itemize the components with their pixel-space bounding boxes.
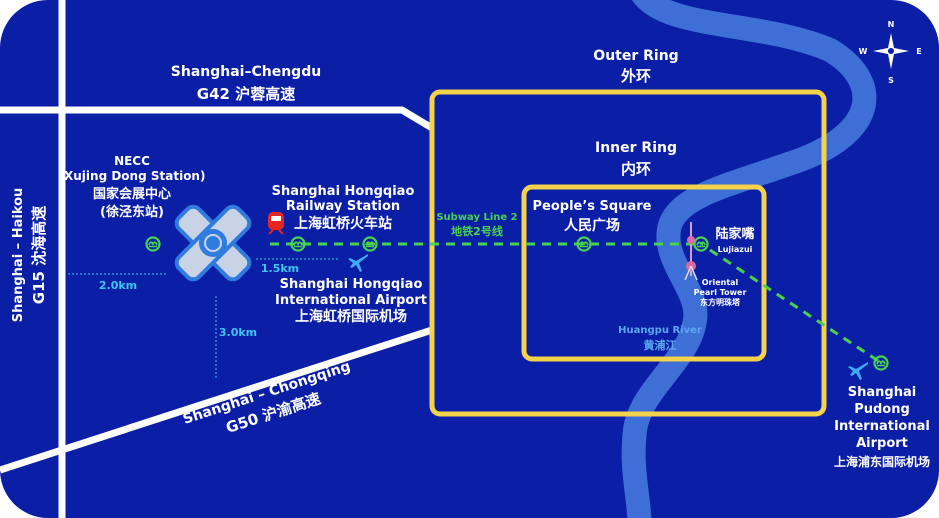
distance-label: 2.0km <box>99 279 137 292</box>
pudong-airport-label: Pudong <box>854 402 910 417</box>
road-g50 <box>0 326 434 474</box>
inner-ring <box>521 184 767 362</box>
distance-label: 3.0km <box>219 326 257 339</box>
road-label-g42-cn: G42 沪蓉高速 <box>197 85 295 103</box>
necc-label: 国家会展中心 <box>93 186 171 202</box>
pudong-airport-label: Shanghai <box>848 385 916 400</box>
lujiazui-label-en: Lujiazui <box>718 245 753 254</box>
pearl-tower-label: Oriental <box>702 278 739 287</box>
compass-w: W <box>859 47 868 56</box>
necc-label: (Xujing Dong Station) <box>59 169 206 183</box>
necc-label: NECC <box>114 154 150 168</box>
hongqiao-airport-label: Shanghai Hongqiao <box>280 277 423 292</box>
necc-label: (徐泾东站) <box>100 204 164 220</box>
hongqiao-railway-label: Railway Station <box>286 199 400 214</box>
outer-ring-label-cn: 外环 <box>620 67 651 85</box>
pearl-tower-label: 东方明珠塔 <box>700 297 741 307</box>
compass-s: S <box>888 76 894 85</box>
compass-e: E <box>916 47 921 56</box>
necc-building-icon <box>174 204 252 282</box>
peoples-square-label-cn: 人民广场 <box>564 217 620 234</box>
railway-station-icon <box>268 212 284 235</box>
road-label-g42-en: Shanghai–Chengdu <box>171 64 321 80</box>
distance-label: 1.5km <box>261 262 299 275</box>
inner-ring-label-cn: 内环 <box>621 160 651 178</box>
pudong-airport-label: 上海浦东国际机场 <box>834 454 930 469</box>
huangpu-river <box>621 0 877 518</box>
peoples-square-label-en: People’s Square <box>533 199 652 214</box>
outer-ring <box>429 89 827 417</box>
hongqiao-railway-label: Shanghai Hongqiao <box>272 184 415 199</box>
pudong-airport-label: Airport <box>856 436 908 451</box>
compass-rose-icon: N S E W <box>859 20 922 85</box>
hongqiao-airport-label: 上海虹桥国际机场 <box>295 308 407 325</box>
pearl-tower-label: Pearl Tower <box>694 288 747 297</box>
subway-line-label-cn: 地铁2号线 <box>451 224 503 238</box>
lujiazui-label-cn: 陆家嘴 <box>715 226 754 242</box>
huangpu-river-label-cn: 黄浦江 <box>644 338 677 352</box>
inner-ring-label-en: Inner Ring <box>595 140 677 156</box>
road-label-g15-en: Shanghai – Haikou <box>11 188 26 323</box>
subway-line-2-pudong <box>709 248 881 364</box>
hongqiao-railway-label: 上海虹桥火车站 <box>294 215 392 232</box>
road-g42 <box>0 106 434 132</box>
pudong-airport-label: International <box>834 419 930 434</box>
compass-n: N <box>888 20 895 29</box>
huangpu-river-label-en: Huangpu River <box>618 325 702 336</box>
hongqiao-airport-label: International Airport <box>275 293 427 308</box>
outer-ring-label-en: Outer Ring <box>593 48 678 64</box>
subway-line-label-en: Subway Line 2 <box>436 212 517 223</box>
oriental-pearl-tower-icon <box>684 222 698 281</box>
road-label-g15-cn: G15 沈海高速 <box>30 206 48 304</box>
